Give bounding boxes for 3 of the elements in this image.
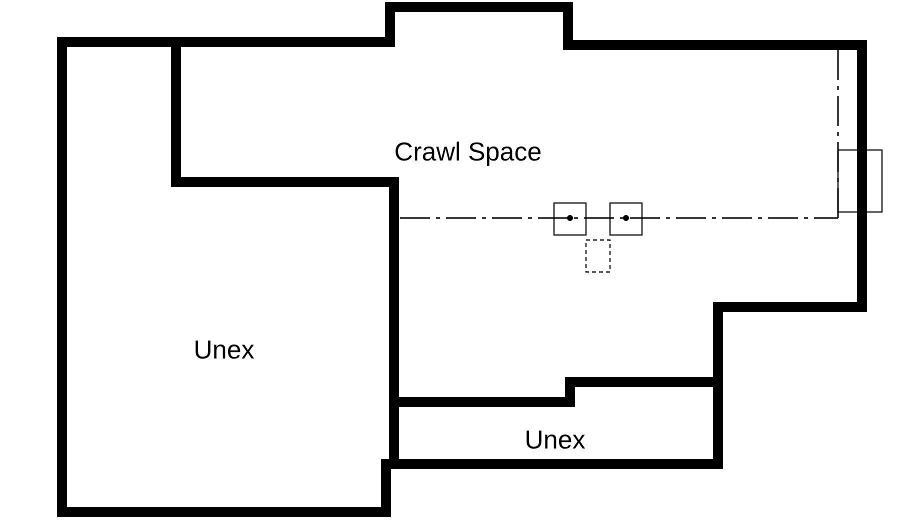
room-label: Unex (524, 424, 586, 456)
room-label: Crawl Space (394, 136, 542, 168)
room-label: Unex (194, 334, 254, 366)
